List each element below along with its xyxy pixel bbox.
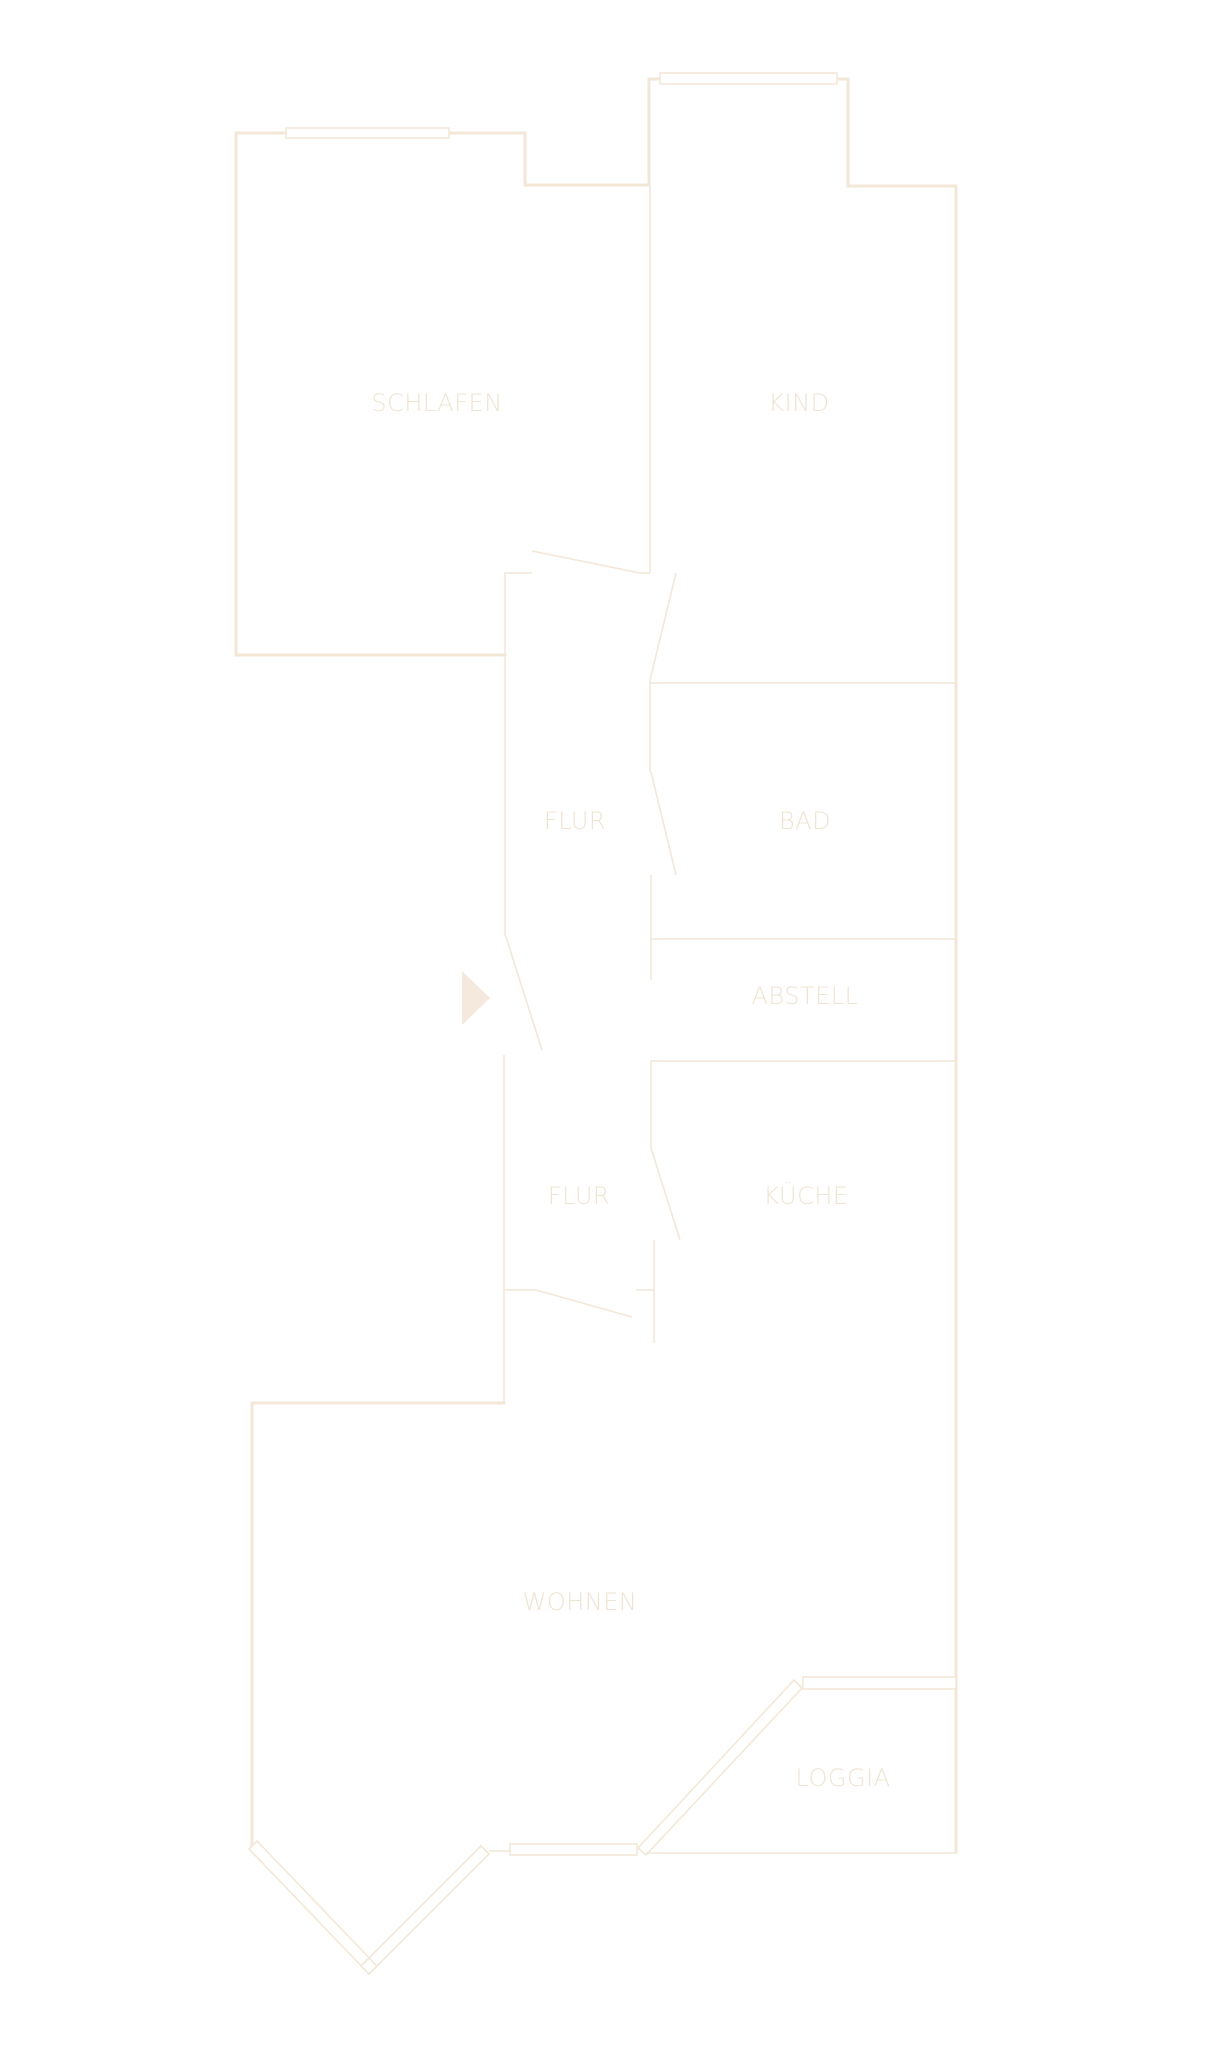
kind-window [659, 72, 838, 85]
entrance-door [504, 933, 543, 1051]
schlafen-door [531, 550, 641, 574]
room-label-flur-upper: FLUR [543, 807, 607, 835]
room-label-loggia: LOGGIA [795, 1764, 891, 1792]
loggia-door-window [636, 1678, 804, 1857]
flur-upper-walls [504, 550, 956, 1051]
bay-window-left [247, 1839, 379, 1976]
kueche-door [650, 1147, 681, 1241]
loggia-walls [636, 1676, 957, 1857]
bay-window-right [359, 1844, 491, 1976]
flur-lower-walls [503, 1055, 956, 1403]
bad-door [650, 771, 677, 876]
wohnen-window [509, 1843, 638, 1856]
room-label-bad: BAD [778, 807, 832, 835]
entrance-arrow-icon [462, 971, 490, 1025]
room-label-kind: KIND [768, 389, 830, 417]
room-label-wohnen: WOHNEN [522, 1588, 638, 1616]
schlafen-walls [234, 127, 651, 657]
schlafen-window [285, 127, 450, 139]
room-label-kueche: KÜCHE [763, 1182, 849, 1210]
kind-walls [647, 72, 958, 1854]
wohnen-walls [247, 1401, 645, 1976]
room-label-flur-lower: FLUR [547, 1182, 611, 1210]
room-label-abstell: ABSTELL [751, 982, 859, 1010]
room-label-schlafen: SCHLAFEN [371, 389, 503, 417]
wohnen-door [535, 1289, 633, 1318]
kind-door [649, 572, 677, 681]
loggia-window [802, 1676, 957, 1690]
